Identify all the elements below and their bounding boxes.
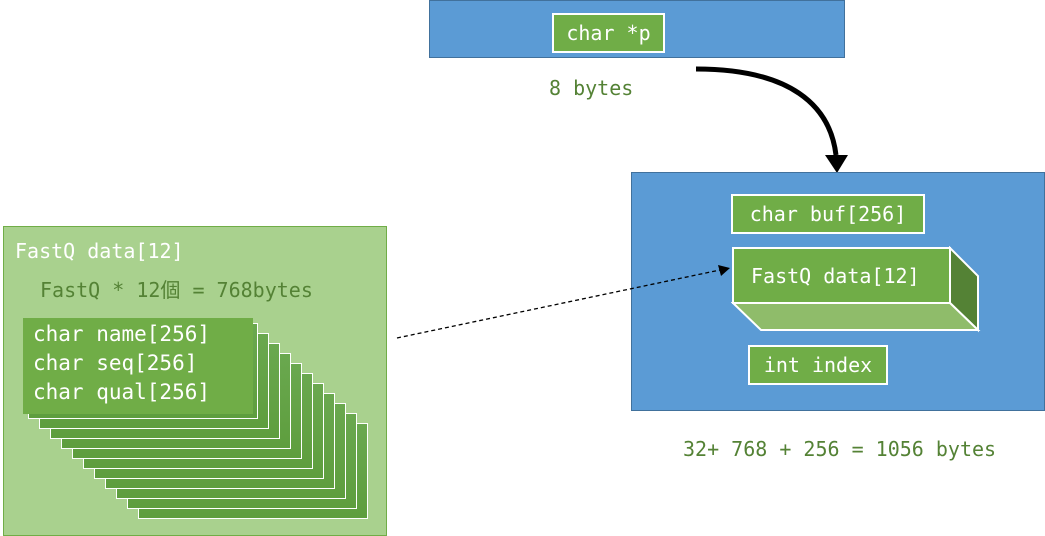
array-panel-subtitle: FastQ * 12個 = 768bytes	[40, 278, 313, 302]
front-struct-card: char name[256] char seq[256] char qual[2…	[23, 318, 253, 414]
field-qual: char qual[256]	[33, 380, 211, 404]
pointer-field: char *p	[552, 13, 665, 53]
struct-index-field: int index	[748, 345, 888, 385]
pointer-size-label: 8 bytes	[549, 76, 634, 100]
struct-buf-field: char buf[256]	[731, 194, 925, 234]
struct-data-block-3d	[731, 246, 981, 333]
pointer-arrow	[695, 66, 848, 173]
array-panel-title: FastQ data[12]	[15, 239, 184, 263]
data-reference-arrow	[396, 265, 730, 339]
field-seq: char seq[256]	[33, 351, 198, 375]
struct-total-label: 32+ 768 + 256 = 1056 bytes	[683, 437, 997, 461]
struct-data-label: FastQ data[12]	[751, 264, 920, 288]
field-name: char name[256]	[33, 322, 211, 346]
